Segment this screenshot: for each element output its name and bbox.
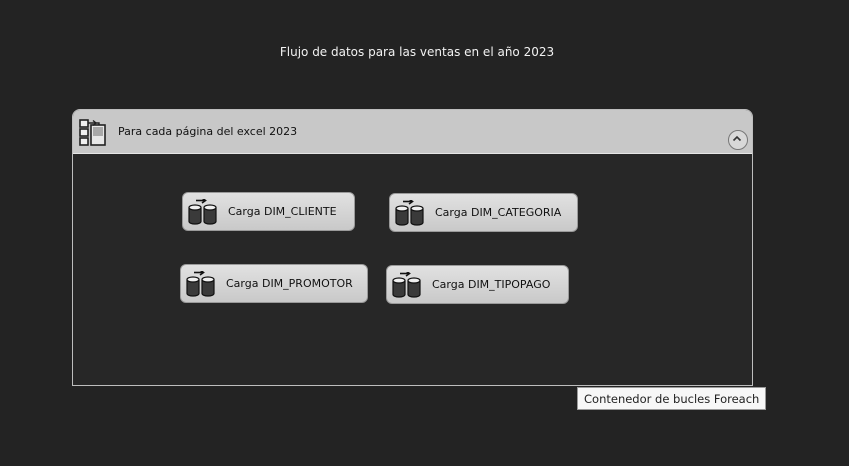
task-carga-dim-categoria[interactable]: Carga DIM_CATEGORIA	[389, 193, 578, 232]
task-label: Carga DIM_CATEGORIA	[435, 206, 562, 219]
collapse-button[interactable]	[728, 130, 748, 150]
chevron-up-icon	[732, 135, 742, 142]
foreach-loop-container[interactable]: Para cada página del excel 2023	[72, 109, 753, 386]
data-flow-task-icon	[395, 198, 425, 226]
task-carga-dim-tipopago[interactable]: Carga DIM_TIPOPAGO	[386, 265, 569, 304]
task-carga-dim-cliente[interactable]: Carga DIM_CLIENTE	[182, 192, 355, 231]
container-header[interactable]: Para cada página del excel 2023	[73, 110, 752, 154]
container-title: Para cada página del excel 2023	[118, 125, 298, 138]
data-flow-task-icon	[392, 270, 422, 298]
foreach-loop-icon	[79, 119, 107, 147]
data-flow-task-icon	[186, 269, 216, 297]
data-flow-task-icon	[188, 197, 218, 225]
task-label: Carga DIM_PROMOTOR	[226, 277, 353, 290]
design-annotation[interactable]: Flujo de datos para las ventas en el año…	[279, 45, 555, 59]
tooltip: Contenedor de bucles Foreach	[577, 387, 767, 410]
task-label: Carga DIM_CLIENTE	[228, 205, 337, 218]
task-label: Carga DIM_TIPOPAGO	[432, 278, 551, 291]
task-carga-dim-promotor[interactable]: Carga DIM_PROMOTOR	[180, 264, 368, 303]
